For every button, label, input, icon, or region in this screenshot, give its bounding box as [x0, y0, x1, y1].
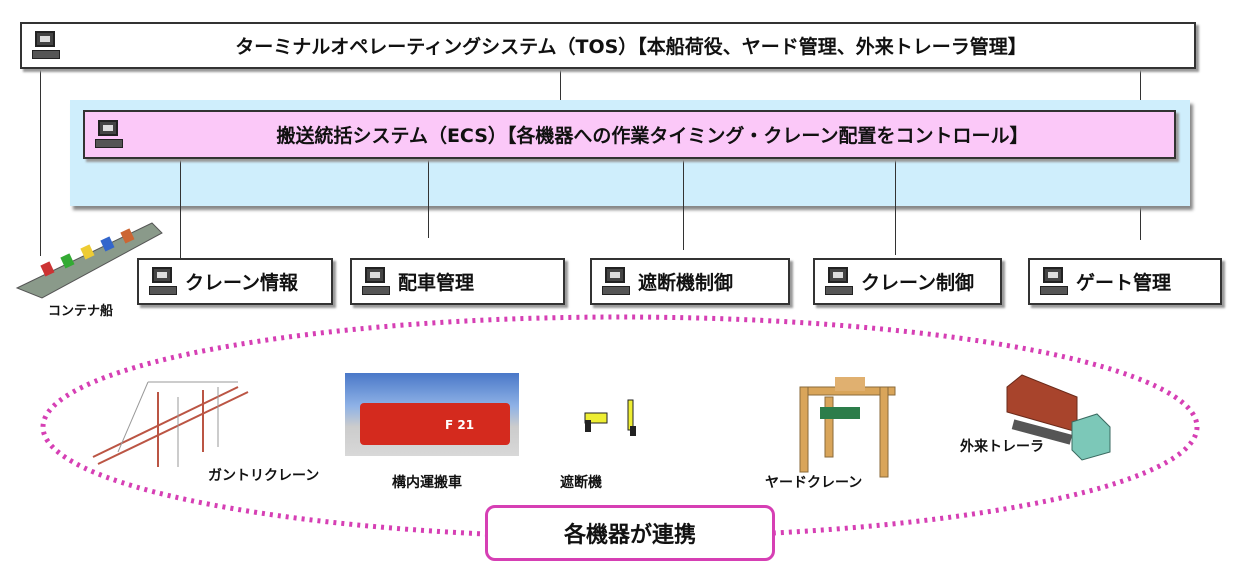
- barrier-icon: [584, 399, 636, 436]
- connector-ecs-crane-control: [895, 158, 896, 255]
- gantry-crane-icon: [92, 381, 249, 467]
- connector-ecs-dispatch: [428, 158, 429, 238]
- equipment-label: ヤードクレーン: [765, 475, 863, 491]
- computer-icon: [362, 266, 390, 297]
- computer-icon: [825, 266, 853, 297]
- subsystem-label: ゲート管理: [1076, 272, 1172, 294]
- subsystem-dispatch: 配車管理: [350, 258, 565, 305]
- computer-icon: [95, 119, 123, 150]
- subsystem-gate: ゲート管理: [1028, 258, 1222, 305]
- yard-crane-icon: [799, 377, 896, 478]
- subsystem-label: 遮断機制御: [638, 272, 734, 294]
- computer-icon: [32, 30, 60, 61]
- computer-icon: [602, 266, 630, 297]
- subsystem-barrier-control: 遮断機制御: [590, 258, 790, 305]
- linkage-label: 各機器が連携: [563, 523, 696, 548]
- equipment-label: 外来トレーラ: [960, 439, 1044, 455]
- equipment-label: ガントリクレーン: [208, 468, 320, 484]
- ship-label: コンテナ船: [48, 304, 114, 319]
- container-ship-icon: [15, 222, 163, 299]
- trailer-icon: [1006, 374, 1111, 461]
- connector-ecs-barrier: [683, 158, 684, 250]
- tos-label: ターミナルオペレーティングシステム（TOS）【本船荷役、ヤード管理、外来トレーラ…: [235, 36, 1027, 58]
- linkage-box: 各機器が連携: [485, 505, 775, 561]
- subsystem-label: 配車管理: [398, 272, 475, 294]
- subsystem-label: クレーン制御: [861, 272, 975, 294]
- ecs-box: 搬送統括システム（ECS）【各機器への作業タイミング・クレーン配置をコントロール…: [83, 110, 1176, 159]
- connector-tos-ship: [40, 68, 41, 256]
- subsystem-crane-control: クレーン制御: [813, 258, 1002, 305]
- subsystem-label: クレーン情報: [185, 272, 299, 294]
- vehicle-body: [360, 403, 510, 445]
- ecs-label: 搬送統括システム（ECS）【各機器への作業タイミング・クレーン配置をコントロール…: [276, 125, 1029, 147]
- equipment-label: 遮断機: [560, 475, 602, 491]
- tos-box: ターミナルオペレーティングシステム（TOS）【本船荷役、ヤード管理、外来トレーラ…: [20, 22, 1196, 69]
- vehicle-plate: F 21: [445, 418, 475, 432]
- subsystem-crane-info: クレーン情報: [137, 258, 333, 305]
- equipment-label: 構内運搬車: [392, 475, 462, 491]
- vehicle-photo: F 21: [345, 373, 519, 456]
- computer-icon: [149, 266, 177, 297]
- computer-icon: [1040, 266, 1068, 297]
- connector-ecs-crane-info: [180, 158, 181, 258]
- connector-tos-ecs: [560, 68, 561, 110]
